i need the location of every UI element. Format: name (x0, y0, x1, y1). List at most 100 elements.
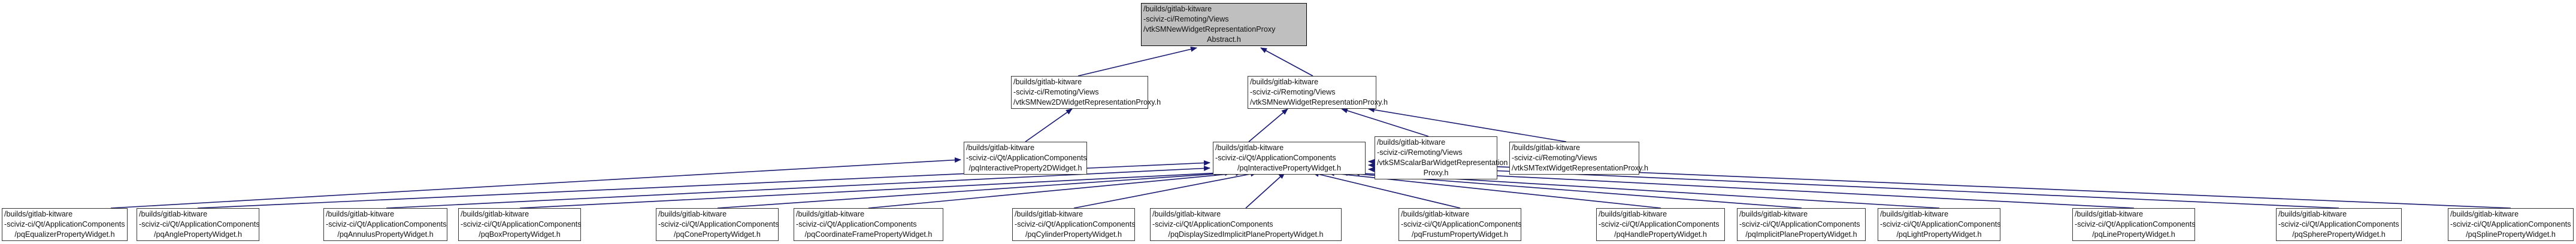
node-label-line: /pqInteractiveProperty2DWidget.h (968, 164, 1082, 172)
node-textwidget-header-file[interactable]: /builds/gitlab-kitware-sciviz-ci/Remotin… (1509, 142, 1648, 175)
node-frustum-header-file[interactable]: /builds/gitlab-kitware -sciviz-ci/Qt/Appl… (1399, 208, 1522, 241)
node-annulus-header-file[interactable]: /builds/gitlab-kitware -sciviz-ci/Qt/Appl… (323, 208, 447, 241)
node-label-line: /pqCylinderPropertyWidget.h (1025, 230, 1122, 239)
node-label-line: /builds/gitlab-kitware (1015, 210, 1083, 218)
edge-coordframe-to-pqipw (868, 170, 1242, 209)
node-label-line: -sciviz-ci/Qt/ApplicationComponents (1599, 220, 1720, 228)
node-label-line: -sciviz-ci/Remoting/Views (1377, 148, 1463, 157)
node-label-line: -sciviz-ci/Remoting/Views (1143, 15, 1229, 23)
node-label-line: /builds/gitlab-kitware (1739, 210, 1808, 218)
node-label-line: -sciviz-ci/Remoting/Views (1512, 154, 1597, 162)
node-scalarbar-header-file[interactable]: /builds/gitlab-kitware-sciviz-ci/Remotin… (1375, 136, 1508, 179)
node-label-line: -sciviz-ci/Qt/ApplicationComponents (1739, 220, 1860, 228)
node-handle-header-file[interactable]: /builds/gitlab-kitware -sciviz-ci/Qt/Appl… (1596, 208, 1725, 241)
node-label-line: /pqSpherePropertyWidget.h (2292, 230, 2386, 239)
node-label-line: /builds/gitlab-kitware (1215, 144, 1284, 152)
node-label-line: /builds/gitlab-kitware (658, 210, 727, 218)
node-label-line: /pqAnnulusPropertyWidget.h (337, 230, 434, 239)
node-label-line: /pqCoordinateFramePropertyWidget.h (804, 230, 933, 239)
node-label-line: -sciviz-ci/Qt/ApplicationComponents (1215, 154, 1336, 162)
node-sphere-header-file[interactable]: /builds/gitlab-kitware-sciviz-ci/Qt/Appl… (2276, 208, 2402, 241)
node-label-line: /pqImplicitPlanePropertyWidget.h (1745, 230, 1857, 239)
node-label-line: -sciviz-ci/Qt/ApplicationComponents (1401, 220, 1522, 228)
node-implicitplane-header-file[interactable]: /builds/gitlab-kitware -sciviz-ci/Qt/Appl… (1737, 208, 1866, 241)
node-label-line: /builds/gitlab-kitware (1377, 138, 1446, 147)
node-light-header-file[interactable]: /builds/gitlab-kitware -sciviz-ci/Qt/Appl… (1878, 208, 2001, 241)
node-pq2d-header-file[interactable]: /builds/gitlab-kitware -sciviz-ci/Qt/Appl… (964, 142, 1087, 175)
node-label-line: /builds/gitlab-kitware (1599, 210, 1667, 218)
node-label-line: -sciviz-ci/Qt/ApplicationComponents (1880, 220, 2001, 228)
node-label-line: -sciviz-ci/Qt/ApplicationComponents (4, 220, 125, 228)
node-label-line: /pqDisplaySizedImplicitPlanePropertyWidg… (1168, 230, 1324, 239)
edge-pq2d-to-new2d (1025, 108, 1073, 142)
edge-frustum-to-pqipw (1312, 171, 1461, 209)
node-cone-header-file[interactable]: /builds/gitlab-kitware -sciviz-ci/Qt/Appl… (656, 208, 779, 241)
node-label-line: /pqBoxPropertyWidget.h (479, 230, 561, 239)
node-label-line: /builds/gitlab-kitware (1250, 78, 1319, 86)
node-label-line: -sciviz-ci/Qt/ApplicationComponents (658, 220, 779, 228)
node-label-line: /vtkSMNew2DWidgetRepresentationProxy.h (1013, 98, 1161, 106)
node-label-line: -sciviz-ci/Qt/ApplicationComponents (2278, 220, 2399, 228)
node-label-line: /builds/gitlab-kitware (326, 210, 395, 218)
node-label-line: /builds/gitlab-kitware (139, 210, 208, 218)
node-label-line: -sciviz-ci/Qt/ApplicationComponents (2450, 220, 2571, 228)
node-label-line: /builds/gitlab-kitware (966, 144, 1035, 152)
node-label-line: /builds/gitlab-kitware (2450, 210, 2519, 218)
edge-box-to-pqipw (519, 170, 1221, 209)
node-displaysized-header-file[interactable]: /builds/gitlab-kitware-sciviz-ci/Qt/Appl… (1150, 208, 1342, 241)
edge-newwidget-to-abstract (1260, 47, 1313, 77)
node-label-line: /vtkSMTextWidgetRepresentationProxy.h (1512, 164, 1648, 172)
node-label-line: -sciviz-ci/Remoting/Views (1013, 88, 1099, 96)
node-label-line: -sciviz-ci/Remoting/Views (1250, 88, 1336, 96)
edge-annulus-to-pqipw (386, 165, 1210, 209)
node-label-line: -sciviz-ci/Qt/ApplicationComponents (326, 220, 447, 228)
node-label-line: /pqEqualizerPropertyWidget.h (14, 230, 115, 239)
node-pqipw-header-file[interactable]: /builds/gitlab-kitware -sciviz-ci/Qt/Appl… (1213, 142, 1366, 175)
edge-displaysized-to-pqipw (1245, 172, 1285, 209)
node-coordframe-header-file[interactable]: /builds/gitlab-kitware -sciviz-ci/Qt/Appl… (794, 208, 943, 241)
node-cylinder-header-file[interactable]: /builds/gitlab-kitware -sciviz-ci/Qt/Appl… (1012, 208, 1136, 241)
node-label-line: /builds/gitlab-kitware (1880, 210, 1949, 218)
node-equalizer-header-file[interactable]: /builds/gitlab-kitware -sciviz-ci/Qt/Appl… (2, 208, 128, 241)
node-abstract-header-file: /builds/gitlab-kitware -sciviz-ci/Remotin… (1141, 3, 1307, 46)
node-label-line: /pqSplinePropertyWidget.h (2466, 230, 2556, 239)
node-label-line: /builds/gitlab-kitware (2075, 210, 2144, 218)
node-label-line: /vtkSMScalarBarWidgetRepresentation (1377, 158, 1508, 167)
node-newwidget-header-file[interactable]: /builds/gitlab-kitware -sciviz-ci/Remotin… (1248, 76, 1388, 109)
node-label-line: -sciviz-ci/Qt/ApplicationComponents (966, 154, 1087, 162)
edge-cylinder-to-pqipw (1073, 171, 1257, 209)
node-angle-header-file[interactable]: /builds/gitlab-kitware-sciviz-ci/Qt/Appl… (137, 208, 260, 241)
node-label-line: /builds/gitlab-kitware (1143, 5, 1212, 13)
node-label-line: -sciviz-ci/Qt/ApplicationComponents (461, 220, 582, 228)
node-label-line: /pqAnglePropertyWidget.h (153, 230, 242, 239)
edge-cone-to-pqipw (717, 170, 1231, 209)
node-label-line: Proxy.h (1423, 169, 1449, 177)
node-label-line: -sciviz-ci/Qt/ApplicationComponents (1152, 220, 1273, 228)
edge-pqipw-to-newwidget (1248, 108, 1288, 142)
node-label-line: /pqConePropertyWidget.h (674, 230, 761, 239)
node-line-header-file[interactable]: /builds/gitlab-kitware -sciviz-ci/Qt/Appl… (2072, 208, 2196, 241)
node-label-line: /builds/gitlab-kitware (461, 210, 529, 218)
edge-textwidget-to-newwidget (1368, 107, 1567, 142)
node-label-line: /builds/gitlab-kitware (796, 210, 865, 218)
node-label-line: /pqLightPropertyWidget.h (1896, 230, 1982, 239)
node-label-line: /builds/gitlab-kitware (1013, 78, 1082, 86)
node-label-line: /builds/gitlab-kitware (1401, 210, 1470, 218)
edge-scalarbar-to-newwidget (1341, 108, 1429, 137)
node-label-line: /pqInteractivePropertyWidget.h (1237, 164, 1341, 172)
node-label-line: -sciviz-ci/Qt/ApplicationComponents (2075, 220, 2196, 228)
node-spline-header-file[interactable]: /builds/gitlab-kitware -sciviz-ci/Qt/Appl… (2448, 208, 2574, 241)
node-label-line: /vtkSMNewWidgetRepresentationProxy.h (1250, 98, 1388, 106)
node-label-line: /pqFrustumPropertyWidget.h (1412, 230, 1508, 239)
node-label-line: /pqLinePropertyWidget.h (2092, 230, 2175, 239)
edge-equalizer-to-pq2d (110, 157, 961, 209)
node-box-header-file[interactable]: /builds/gitlab-kitware -sciviz-ci/Qt/Appl… (458, 208, 582, 241)
node-label-line: -sciviz-ci/Qt/ApplicationComponents (1015, 220, 1136, 228)
node-label-line: -sciviz-ci/Qt/ApplicationComponents (796, 220, 917, 228)
node-label-line: /builds/gitlab-kitware (4, 210, 73, 218)
node-label-line: Abstract.h (1207, 35, 1241, 44)
edge-new2d-to-abstract (1077, 46, 1197, 77)
node-new2d-header-file[interactable]: /builds/gitlab-kitware -sciviz-ci/Remotin… (1011, 76, 1161, 109)
